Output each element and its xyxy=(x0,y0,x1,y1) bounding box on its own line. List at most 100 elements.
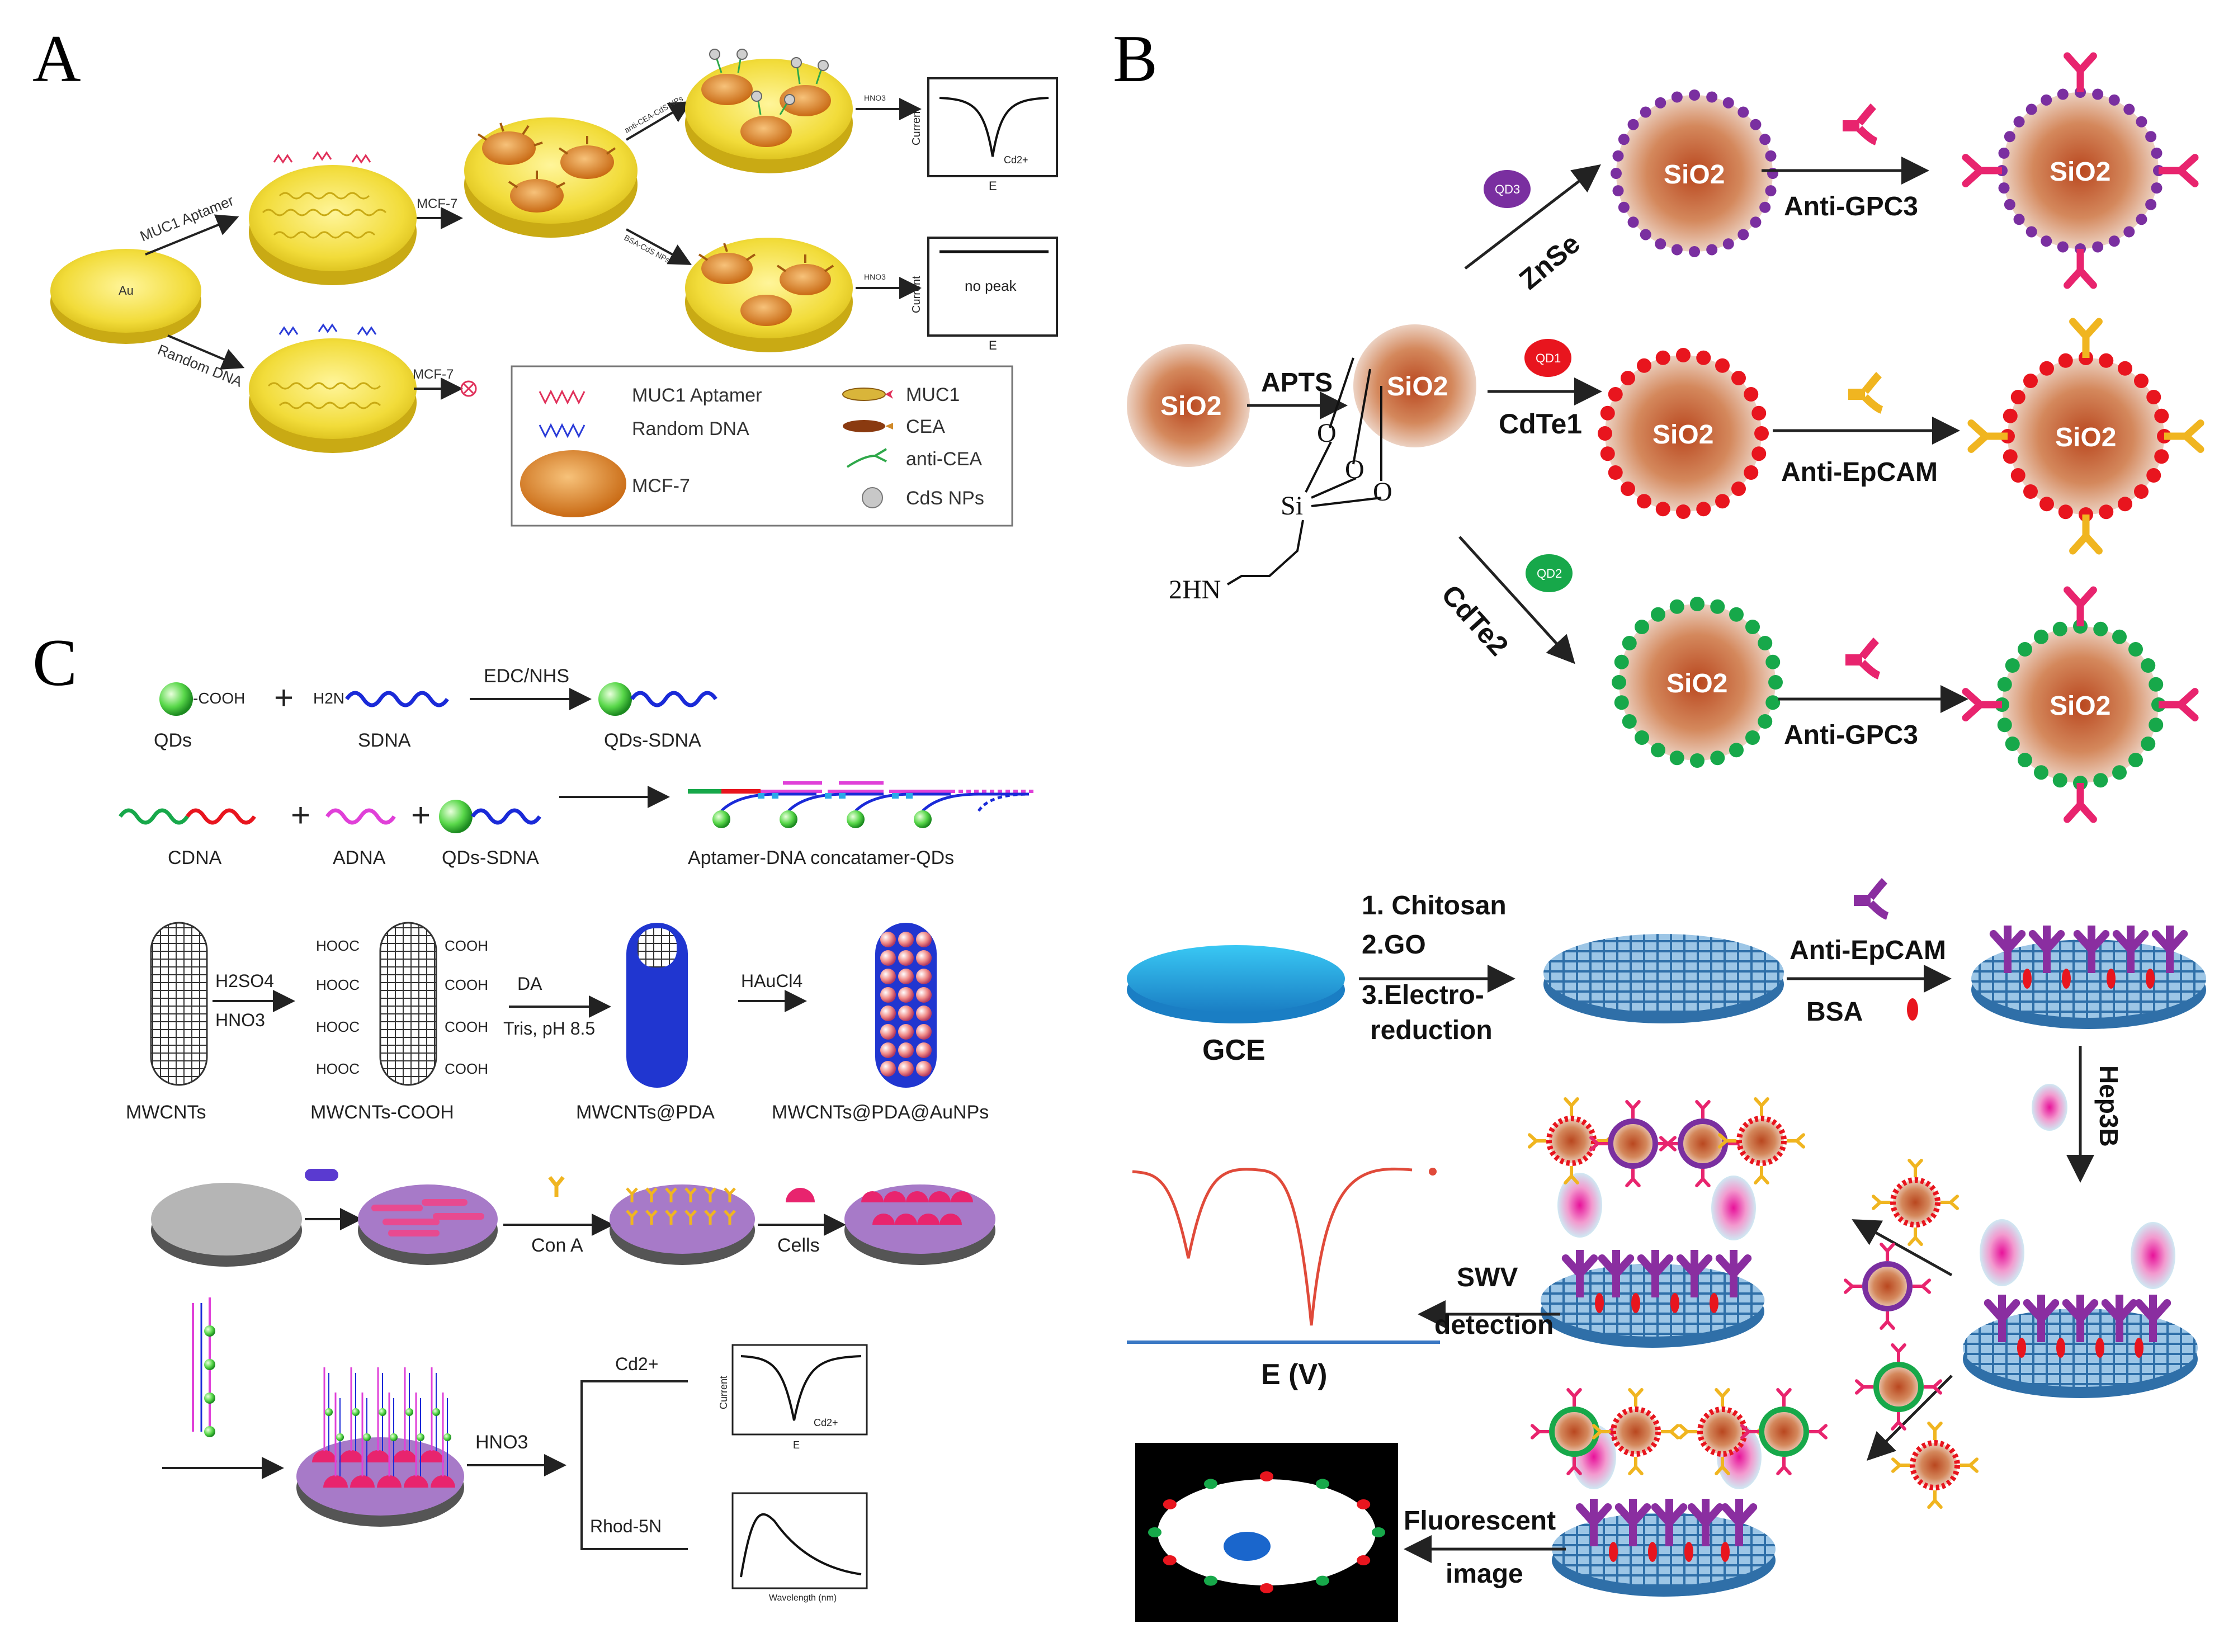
sio2-cdte1: SiO2 xyxy=(1598,348,1769,519)
cd-peak-graph: Cd2+ Current E xyxy=(910,77,1058,193)
captured-cell xyxy=(393,1450,417,1462)
qd-dot xyxy=(2149,718,2164,733)
cona-y xyxy=(645,1187,658,1202)
aunp-dot xyxy=(916,1024,932,1040)
adna-label: ADNA xyxy=(333,847,386,869)
qd-dot xyxy=(1997,677,2012,692)
hep3b-label: Hep3B xyxy=(2094,1065,2123,1147)
si-label: Si xyxy=(1281,491,1303,521)
antibody-icon xyxy=(1628,1387,1644,1406)
antibody-icon xyxy=(1589,1136,1608,1151)
mwcnts-pda-label: MWCNTs@PDA xyxy=(576,1102,715,1123)
sio2-label-8: SiO2 xyxy=(2050,691,2110,721)
anti-gpc3-antibody-icon xyxy=(1843,103,1878,145)
antibody-icon xyxy=(2064,52,2097,92)
cona-y xyxy=(626,1210,638,1225)
cona-y xyxy=(704,1210,716,1225)
mwcnts-cooh-label: MWCNTs-COOH xyxy=(310,1102,454,1123)
qd-dot xyxy=(1676,504,1691,519)
qd-dot xyxy=(1722,97,1734,108)
qd-dot xyxy=(2041,235,2052,247)
fluor-dot xyxy=(1204,1479,1217,1489)
qd-dot xyxy=(2010,390,2025,404)
antibody-icon xyxy=(1566,1457,1582,1476)
qd-dot xyxy=(2136,116,2147,128)
antibody-icon xyxy=(1908,1158,1923,1177)
qd3-badge xyxy=(1484,170,1531,208)
fluor-dot xyxy=(1148,1527,1162,1537)
aunp-dot xyxy=(880,932,896,947)
qd-dot xyxy=(1600,405,1615,421)
hno3-label-1: HNO3 xyxy=(215,1010,265,1030)
qd-dot xyxy=(1655,238,1666,250)
qd-dot xyxy=(1737,229,1749,240)
ev-label: E (V) xyxy=(1261,1358,1327,1391)
qd-dot xyxy=(1731,481,1746,496)
anti-epcam-label: Anti-EpCAM xyxy=(1790,936,1946,965)
aunp-dot xyxy=(898,932,914,947)
mwcnts-label: MWCNTs xyxy=(126,1102,206,1123)
qd-dot xyxy=(2057,88,2069,100)
probe-sphere xyxy=(1740,1387,1828,1476)
cdte1-label: CdTe1 xyxy=(1499,408,1582,440)
captured-cell xyxy=(861,1191,884,1202)
qd-dot xyxy=(2128,642,2143,657)
captured-cell xyxy=(951,1191,973,1202)
captured-cell xyxy=(404,1475,428,1488)
antibody-icon xyxy=(1927,1490,1943,1509)
no-peak-graph: no peak Current E xyxy=(910,237,1058,352)
antibody-icon xyxy=(1628,1457,1644,1476)
cona-y xyxy=(704,1187,716,1202)
antibody-icon xyxy=(1717,1133,1736,1149)
qd-dot xyxy=(1696,502,1711,517)
cona-y xyxy=(645,1210,658,1225)
captured-cell xyxy=(350,1475,375,1488)
mwcnt-pda-au-tube xyxy=(875,923,937,1088)
qd-dot xyxy=(1655,350,1670,365)
aunp-dot xyxy=(916,932,932,947)
antibody-icon xyxy=(1960,1457,1979,1473)
qd-dot xyxy=(2108,235,2120,247)
aunp-dot xyxy=(916,987,932,1003)
legend-muc1: MUC1 xyxy=(906,384,960,405)
hooc-2: HOOC xyxy=(316,976,360,993)
step3b-label: reduction xyxy=(1370,1016,1493,1045)
anti-cea-icon xyxy=(846,448,887,468)
captured-cell xyxy=(917,1214,939,1225)
qd-dot xyxy=(1765,695,1781,710)
probe-sphere xyxy=(1592,1387,1680,1476)
qd-dot xyxy=(1710,599,1725,614)
antibody-icon xyxy=(1809,1424,1828,1439)
gce-label: GCE xyxy=(1202,1034,1266,1066)
qd1-label: QD1 xyxy=(1536,351,1561,365)
qd-dot xyxy=(1750,216,1762,228)
fluorescent-image xyxy=(1135,1443,1398,1622)
aptamer-electrode xyxy=(249,151,417,285)
antibody-icon xyxy=(1880,1311,1895,1330)
qd-dot xyxy=(1640,229,1651,240)
concatamer-graphic: Aptamer-DNA concatamer-QDs xyxy=(688,781,1035,869)
concatamer-label: Aptamer-DNA concatamer-QDs xyxy=(688,847,954,869)
qd-dot xyxy=(2013,214,2025,225)
qd-dot xyxy=(1612,185,1624,197)
qd-dot xyxy=(2112,765,2127,780)
antibody-icon xyxy=(1843,1278,1862,1294)
bsa-dot xyxy=(2017,1338,2026,1358)
antibody-icon xyxy=(2159,154,2199,187)
captured-cell xyxy=(431,1475,455,1488)
qds-sdna-label-2: QDs-SDNA xyxy=(442,847,539,869)
antibody-icon xyxy=(1659,1136,1678,1151)
qd-dot xyxy=(1997,718,2012,733)
qd-dot xyxy=(1722,238,1734,250)
bsa-dot xyxy=(1684,1542,1693,1562)
edc-label: EDC/NHS xyxy=(484,665,569,687)
qd-dot xyxy=(1627,216,1639,228)
qd-dot xyxy=(2133,374,2149,389)
branch-bracket xyxy=(580,1380,688,1550)
qd-dot xyxy=(2146,468,2161,483)
probe-sphere xyxy=(1678,1387,1767,1476)
panel-c-label: C xyxy=(32,625,77,700)
aunp-dot xyxy=(916,969,932,984)
antibody-icon xyxy=(1924,1379,1943,1395)
